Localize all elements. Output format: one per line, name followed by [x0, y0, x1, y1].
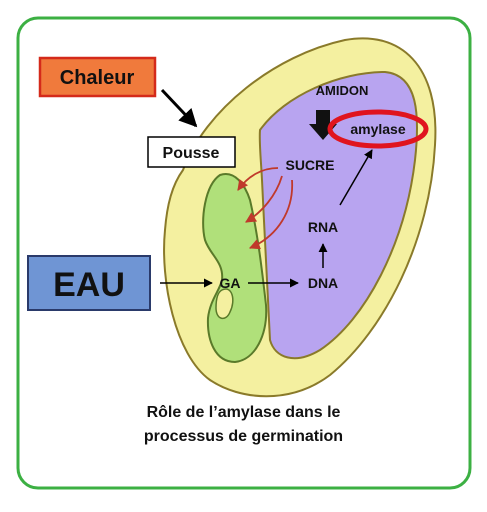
eau-box [27, 255, 151, 311]
ga-label: GA [220, 275, 241, 291]
pousse-label: Pousse [163, 145, 220, 162]
dna-label: DNA [308, 275, 338, 291]
chaleur-box [38, 56, 157, 98]
sucre-label: SUCRE [285, 157, 334, 173]
rna-label: RNA [308, 219, 338, 235]
eau-label: EAU [53, 266, 125, 304]
caption-line-2: processus de germination [143, 428, 344, 445]
caption-line-1: Rôle de l’amylase dans le [146, 404, 341, 421]
sugar-arrow-2 [245, 175, 283, 223]
amylase-label: amylase [350, 121, 405, 137]
chaleur-label: Chaleur [60, 67, 135, 89]
sugar-arrow-1 [237, 167, 279, 191]
amylase-ring [327, 109, 429, 149]
pousse-box [147, 136, 236, 168]
chaleur-arrow [160, 88, 198, 128]
amidon-to-sucre-arrow [309, 110, 337, 140]
sugar-arrow-3 [249, 179, 293, 250]
embryo-notch [215, 288, 234, 320]
rna-to-amylase-arrow [339, 149, 373, 206]
amidon-label: AMIDON [316, 83, 369, 98]
